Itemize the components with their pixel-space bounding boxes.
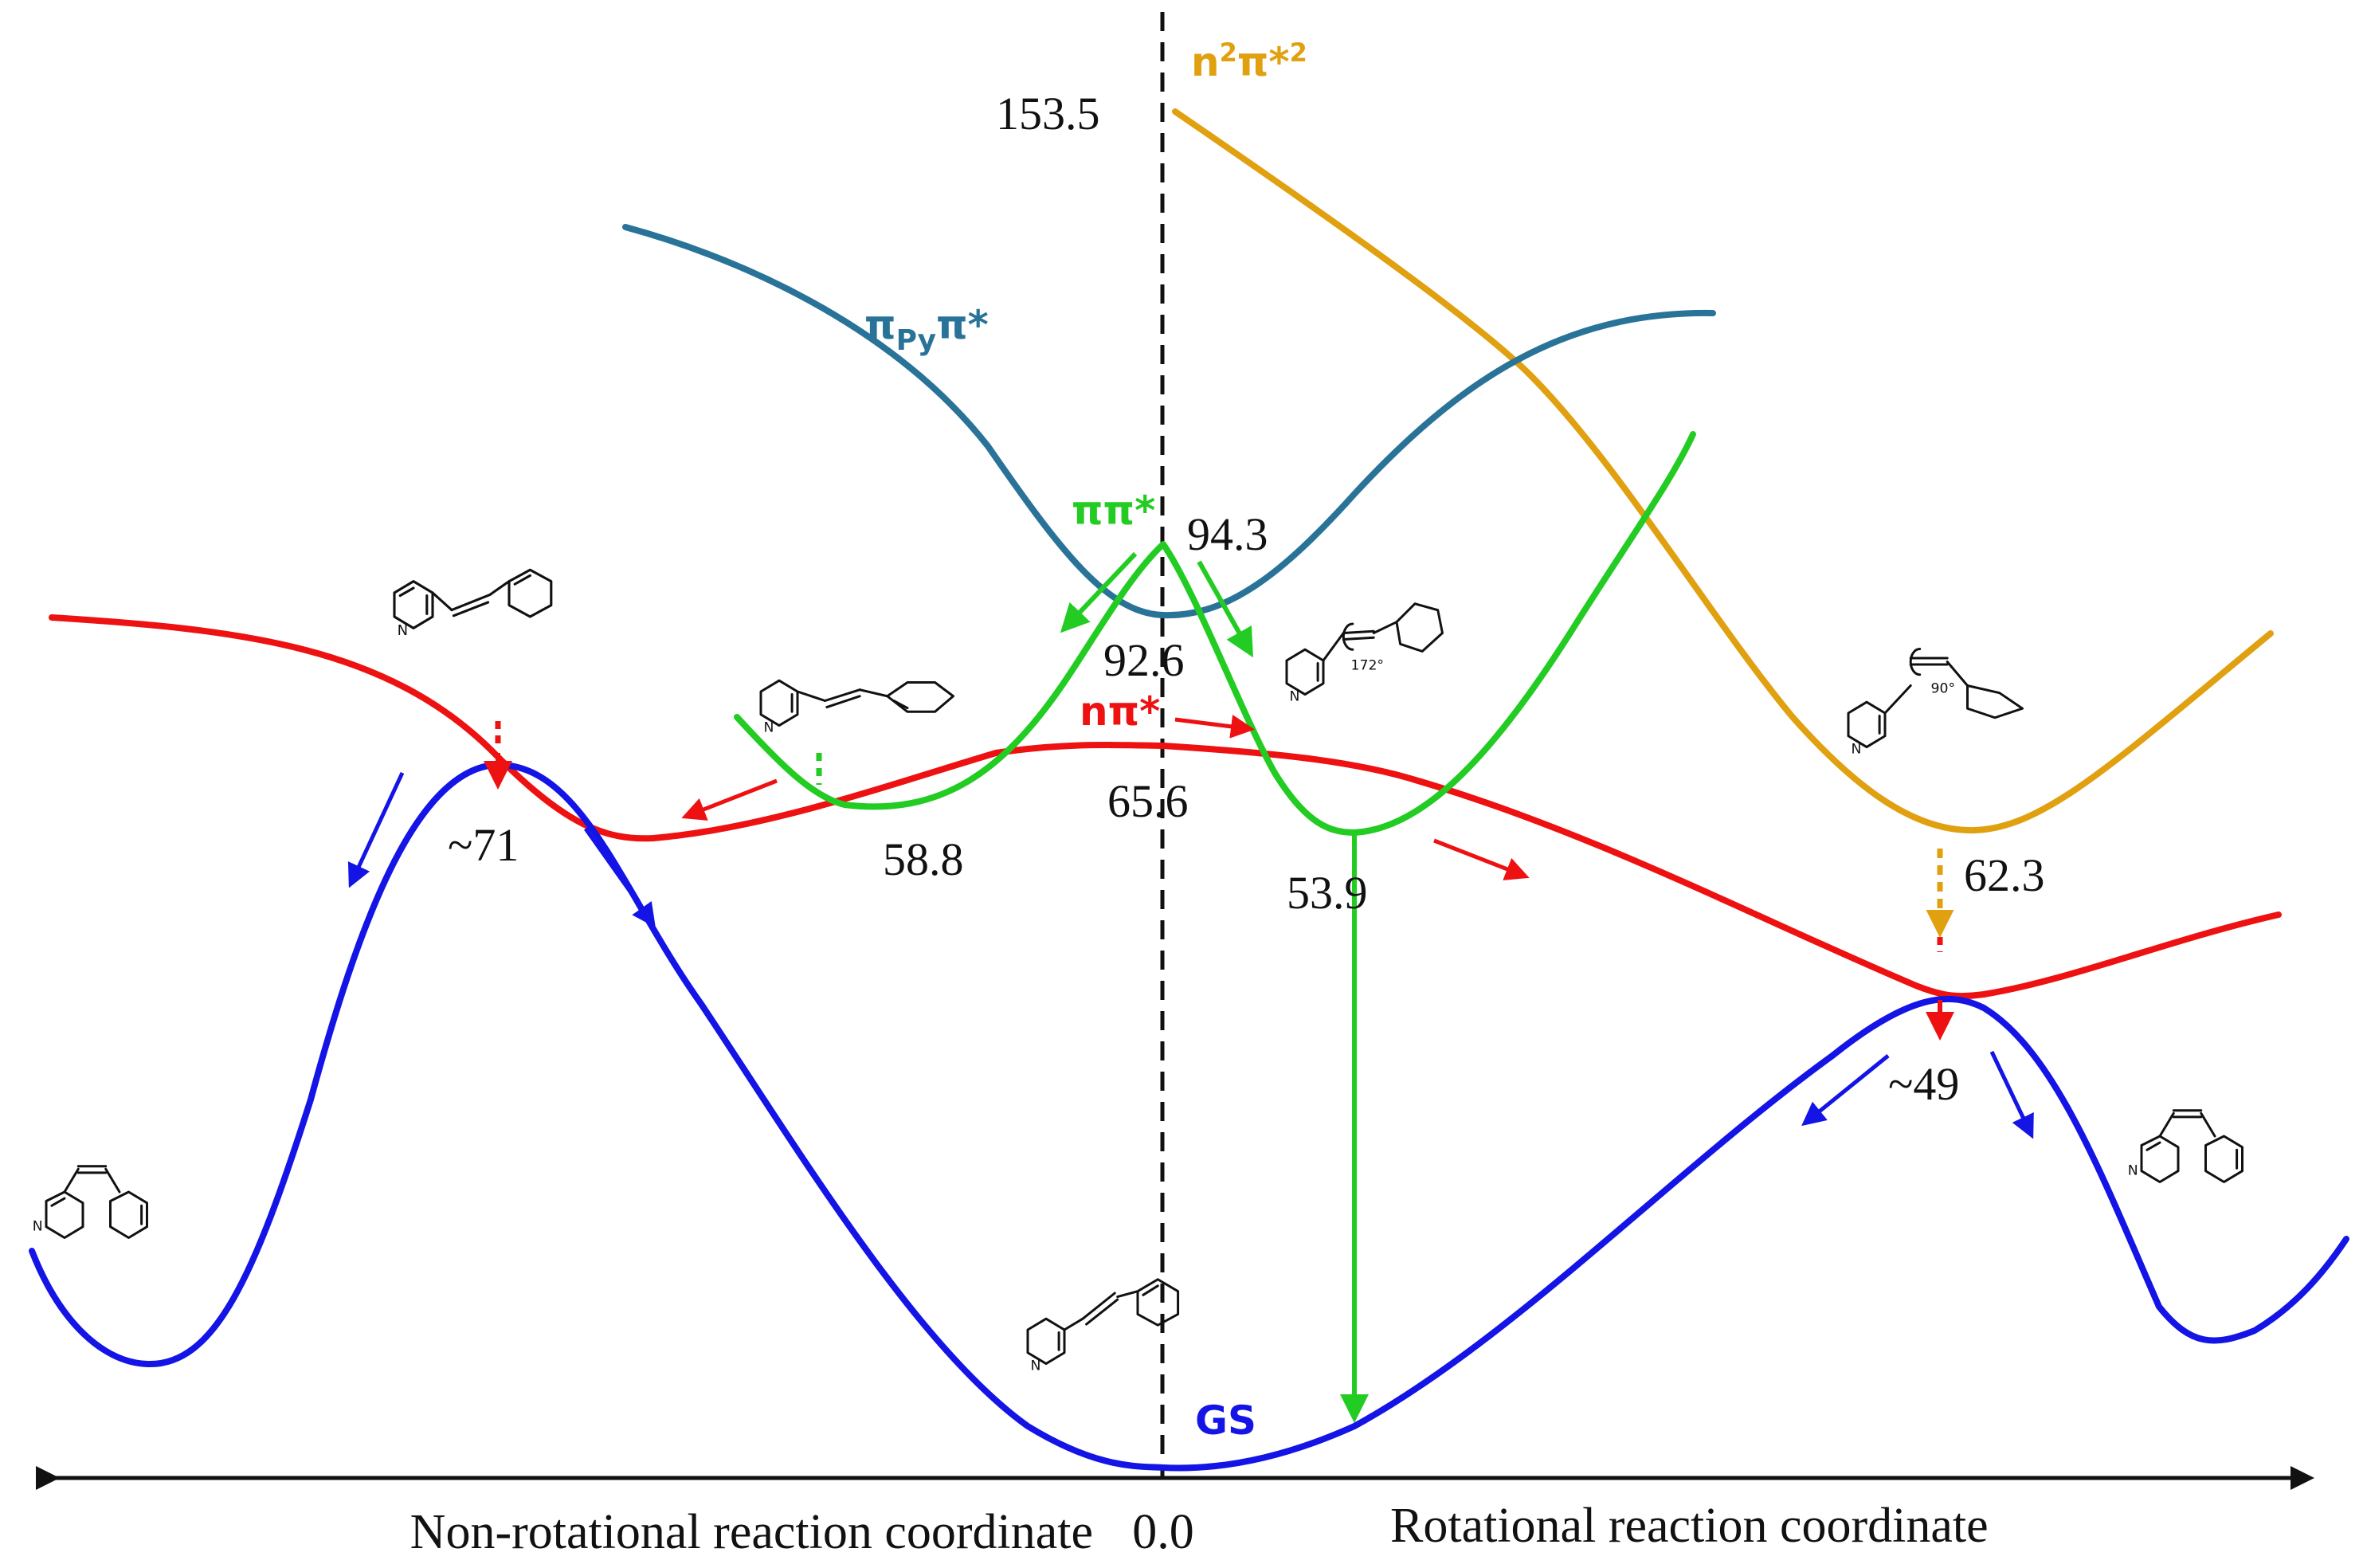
molecule-nonrot-ts: N (393, 568, 553, 639)
energy-rot-min: 53.9 (1287, 867, 1368, 919)
svg-text:90°: 90° (1931, 681, 1956, 697)
energy-npi-fc: 65.6 (1107, 775, 1189, 827)
molecule-gs-trans: N (1026, 1278, 1180, 1374)
svg-text:N: N (763, 720, 774, 736)
svg-text:N: N (1289, 689, 1299, 705)
svg-text:N: N (398, 622, 408, 639)
curve-pi-py-pi-star (622, 224, 1716, 619)
molecule-rot-172: N 172° (1285, 602, 1444, 705)
molecule-cis-left: N (33, 1165, 148, 1239)
arrow-npi-to-left (681, 778, 778, 821)
svg-text:N: N (33, 1218, 43, 1234)
curve-n2-pi-star2 (1172, 108, 2274, 834)
energy-top: 153.5 (996, 88, 1100, 139)
curve-pi-pi-star (734, 431, 1696, 836)
label-n-pi-star: nπ* (1080, 688, 1160, 735)
label-n2-pi-star2: n2π*2 (1191, 37, 1307, 85)
arrow-npi-down-right (1433, 838, 1530, 880)
svg-text:172°: 172° (1351, 658, 1385, 674)
molecule-nonrot-min: N (759, 679, 954, 736)
energy-npi-fc-upper: 92.6 (1103, 634, 1185, 686)
svg-text:N: N (1030, 1358, 1040, 1374)
energy-pipi-fc: 94.3 (1187, 508, 1268, 560)
arrow-gs-left-down (347, 771, 405, 888)
label-pi-pi-star: ππ* (1072, 488, 1155, 534)
molecule-cis-right: N (2128, 1109, 2243, 1183)
arrow-pipi-to-left (1060, 551, 1138, 633)
arrow-gs-right-right (1989, 1050, 2034, 1139)
axis-label-rotational: Rotational reaction coordinate (1390, 1499, 1989, 1553)
molecule-rot-90: N 90° (1847, 648, 2024, 758)
svg-text:N: N (1851, 742, 1861, 758)
label-gs: GS (1195, 1397, 1256, 1444)
arrow-gs-right-left (1801, 1054, 1890, 1127)
arrow-gs-left-right (583, 827, 656, 928)
energy-ground: 0.0 (1132, 1505, 1194, 1559)
axis-label-nonrotational: Non-rotational reaction coordinate (410, 1505, 1093, 1559)
energy-nonrot-min: 58.8 (883, 833, 964, 885)
arrow-npi-fc-to-right (1174, 714, 1255, 739)
svg-text:N: N (2128, 1162, 2138, 1178)
arrow-pipi-to-right (1197, 560, 1253, 658)
energy-n2-min: 62.3 (1964, 849, 2045, 901)
energy-nonrot-barrier: ~71 (448, 819, 519, 871)
label-pi-py-pi-star: πPyπ* (864, 302, 989, 357)
energy-rot-barrier: ~49 (1888, 1058, 1959, 1110)
curve-ground-state (29, 761, 2349, 1472)
